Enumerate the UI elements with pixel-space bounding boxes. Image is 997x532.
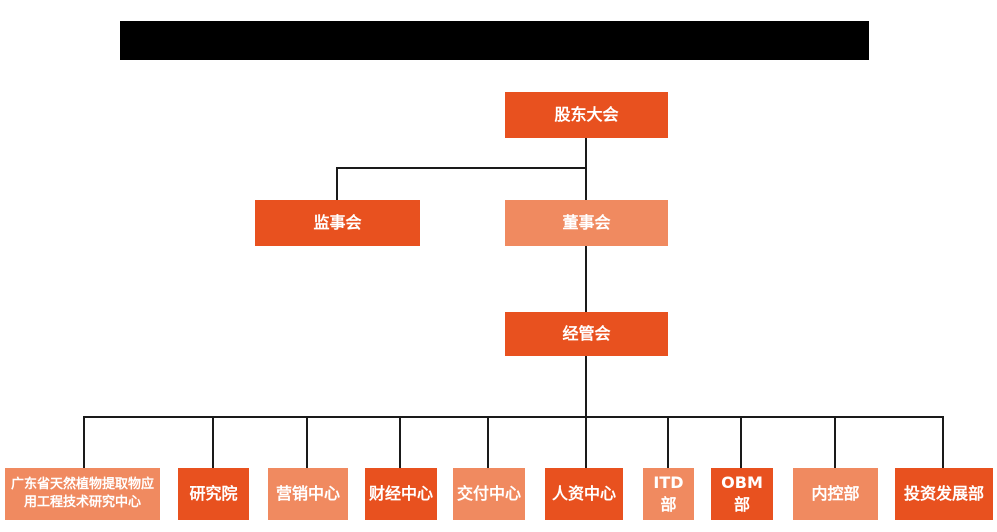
connector-line	[667, 416, 669, 468]
connector-line	[585, 245, 587, 313]
node-label: 交付中心	[456, 484, 521, 504]
node-board-of-directors: 董事会	[505, 200, 668, 246]
node-label: 经管会	[562, 324, 611, 344]
node-dept-obm: OBM部	[711, 468, 773, 520]
connector-line	[834, 416, 836, 468]
redacted-title-bar	[120, 21, 869, 60]
connector-line	[84, 416, 944, 418]
node-dept-investment-development: 投资发展部	[895, 468, 993, 520]
node-supervisory-board: 监事会	[255, 200, 420, 246]
node-label: ITD部	[653, 473, 684, 514]
connector-line	[212, 416, 214, 468]
connector-line	[585, 137, 587, 201]
node-dept-itd: ITD部	[643, 468, 694, 520]
node-shareholders-meeting: 股东大会	[505, 92, 668, 138]
node-label: 营销中心	[275, 484, 340, 504]
connector-line	[399, 416, 401, 468]
connector-line	[336, 167, 338, 201]
node-label: 财经中心	[368, 484, 433, 504]
node-label: 投资发展部	[903, 484, 984, 504]
node-management-committee: 经管会	[505, 312, 668, 356]
node-label: OBM部	[721, 473, 763, 514]
connector-line	[336, 167, 587, 169]
node-dept-hr-center: 人资中心	[545, 468, 623, 520]
node-dept-finance-center: 财经中心	[365, 468, 437, 520]
node-label: 董事会	[562, 213, 611, 233]
connector-line	[740, 416, 742, 468]
node-dept-research-institute: 研究院	[178, 468, 249, 520]
node-label: 研究院	[189, 484, 238, 504]
node-dept-research-center: 广东省天然植物提取物应用工程技术研究中心	[5, 468, 160, 520]
connector-line	[942, 416, 944, 468]
node-label: 广东省天然植物提取物应用工程技术研究中心	[10, 477, 154, 510]
node-dept-marketing-center: 营销中心	[268, 468, 348, 520]
connector-line	[83, 416, 85, 468]
connector-line	[306, 416, 308, 468]
node-dept-internal-control: 内控部	[793, 468, 878, 520]
node-dept-delivery-center: 交付中心	[453, 468, 525, 520]
connector-line	[487, 416, 489, 468]
node-label: 监事会	[313, 213, 362, 233]
node-label: 股东大会	[554, 105, 619, 125]
connector-line	[585, 355, 587, 468]
node-label: 内控部	[811, 484, 860, 504]
node-label: 人资中心	[551, 484, 616, 504]
